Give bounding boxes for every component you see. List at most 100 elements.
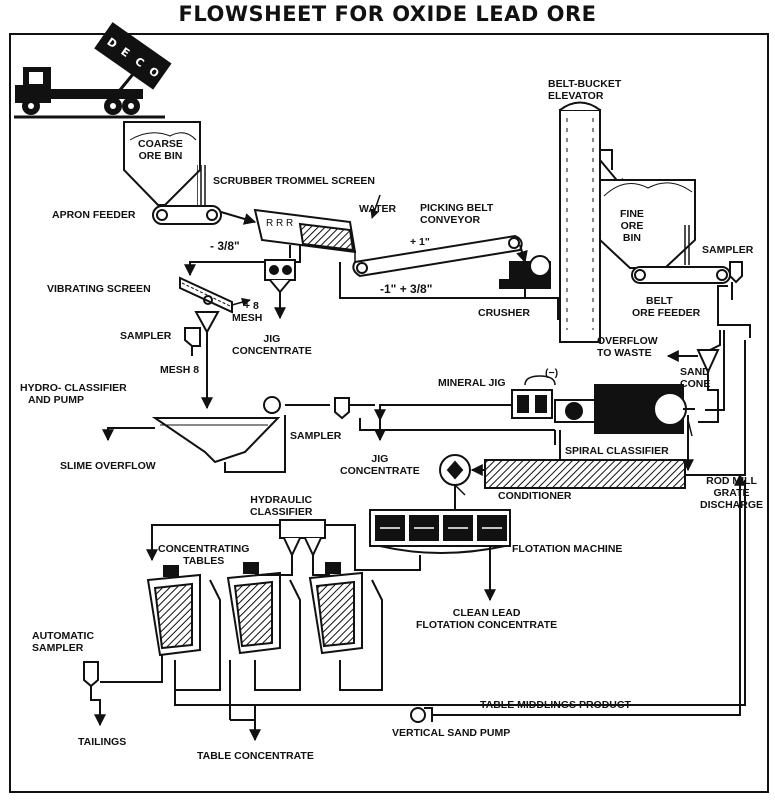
label-rod-mill-line2: GRATE <box>713 487 750 499</box>
label-fine-ore-bin: FINE ORE BIN <box>620 208 644 244</box>
label-clean-lead-line2: FLOTATION CONCENTRATE <box>416 619 558 631</box>
label-fine-ore-bin-line3: BIN <box>622 232 641 244</box>
label-apron-feeder: APRON FEEDER <box>52 209 136 221</box>
label-minus-sign: (−) <box>545 367 559 379</box>
label-water: WATER <box>359 203 397 215</box>
label-plus-8-mesh: + 8 MESH <box>232 300 262 324</box>
hydro-classifier <box>151 396 281 464</box>
label-fine-ore-bin-line1: FINE <box>620 208 644 220</box>
spiral-classifier <box>484 459 686 489</box>
label-vibrating-screen: VIBRATING SCREEN <box>47 283 151 295</box>
label-picking-belt-conveyor: PICKING BELT CONVEYOR <box>420 202 493 226</box>
label-hydraulic-classifier-line2: CLASSIFIER <box>250 506 313 518</box>
label-automatic-sampler-line2: SAMPLER <box>32 642 84 654</box>
label-plus-8-mesh-line1: + 8 <box>244 300 259 312</box>
label-belt-bucket-line2: ELEVATOR <box>548 90 604 102</box>
dump-truck <box>15 22 172 115</box>
concentrating-table-3 <box>308 562 363 655</box>
label-overflow-to-waste: OVERFLOW TO WASTE <box>597 335 658 359</box>
label-hydro-classifier: HYDRO- CLASSIFIER AND PUMP <box>20 382 127 406</box>
label-flotation-machine: FLOTATION MACHINE <box>512 543 623 555</box>
sampler-2 <box>334 397 350 420</box>
label-picking-belt-line2: CONVEYOR <box>420 214 481 226</box>
label-slime-overflow: SLIME OVERFLOW <box>60 460 156 472</box>
automatic-sampler <box>83 661 99 688</box>
label-sampler-1: SAMPLER <box>120 330 172 342</box>
label-jig-concentrate-2: JIG CONCENTRATE <box>340 453 420 477</box>
sampler-1 <box>184 327 201 356</box>
belt-ore-feeder <box>631 266 731 284</box>
label-coarse-ore-bin-line2: ORE BIN <box>138 150 183 162</box>
label-tailings: TAILINGS <box>78 736 127 748</box>
label-jig-concentrate-1-line2: CONCENTRATE <box>232 345 312 357</box>
label-crusher: CRUSHER <box>478 307 530 319</box>
label-sand-cone-line2: CONE <box>680 378 711 390</box>
label-sand-cone: SAND CONE <box>680 366 710 390</box>
label-concentrating-tables-line2: TABLES <box>183 555 225 567</box>
apron-feeder <box>152 205 222 225</box>
belt-bucket-elevator <box>559 101 613 343</box>
label-rod-mill-line3: DISCHARGE <box>700 499 764 511</box>
label-belt-ore-feeder-line2: ORE FEEDER <box>632 307 701 319</box>
vertical-sand-pump <box>410 707 433 723</box>
label-mesh-8: MESH 8 <box>160 364 200 376</box>
label-sand-cone-line1: SAND <box>680 366 710 378</box>
label-jig-concentrate-1: JIG CONCENTRATE <box>232 333 312 357</box>
label-automatic-sampler: AUTOMATIC SAMPLER <box>32 630 94 654</box>
svg-text:R R R: R R R <box>266 218 293 229</box>
label-hydraulic-classifier-line1: HYDRAULIC <box>250 494 313 506</box>
label-plus-8-mesh-line2: MESH <box>232 312 263 324</box>
label-hydro-classifier-line2: AND PUMP <box>28 394 85 406</box>
sampler-right <box>729 261 743 284</box>
sand-cone <box>696 349 720 375</box>
label-belt-bucket-elevator: BELT-BUCKET ELEVATOR <box>548 78 621 102</box>
label-sampler-right: SAMPLER <box>702 244 754 256</box>
label-picking-belt-line1: PICKING BELT <box>420 202 494 214</box>
rod-mill <box>554 384 687 434</box>
label-overflow-line1: OVERFLOW <box>597 335 658 347</box>
label-belt-bucket-line1: BELT-BUCKET <box>548 78 622 90</box>
flotation-machine <box>369 509 511 554</box>
label-spiral-classifier: SPIRAL CLASSIFIER <box>565 445 669 457</box>
label-minus-three-eighths: - 3/8" <box>210 239 240 253</box>
label-jig-concentrate-2-line2: CONCENTRATE <box>340 465 420 477</box>
label-fine-ore-bin-line2: ORE <box>620 220 644 232</box>
label-hydraulic-classifier: HYDRAULIC CLASSIFIER <box>250 494 312 518</box>
label-minus-one-plus-three-eighths: -1" + 3/8" <box>380 282 433 296</box>
label-clean-lead-flotation-concentrate: CLEAN LEAD FLOTATION CONCENTRATE <box>416 607 557 631</box>
fine-ore-bin <box>599 179 696 269</box>
conditioner <box>439 454 471 486</box>
label-concentrating-tables-line1: CONCENTRATING <box>158 543 250 555</box>
vibrating-screen <box>179 276 233 335</box>
label-overflow-line2: TO WASTE <box>597 347 652 359</box>
concentrating-table-2 <box>226 562 281 655</box>
label-coarse-ore-bin: COARSE ORE BIN <box>138 138 183 162</box>
label-scrubber-trommel-screen: SCRUBBER TROMMEL SCREEN <box>213 175 375 187</box>
label-table-concentrate: TABLE CONCENTRATE <box>197 750 314 762</box>
crusher <box>499 255 551 289</box>
label-rod-mill-line1: ROD MILL <box>706 475 757 487</box>
label-rod-mill-grate-discharge: ROD MILL GRATE DISCHARGE <box>700 475 763 511</box>
diagram-frame <box>9 33 769 793</box>
label-concentrating-tables: CONCENTRATING TABLES <box>158 543 249 567</box>
label-clean-lead-line1: CLEAN LEAD <box>452 607 521 619</box>
hydraulic-classifier <box>279 519 326 558</box>
label-table-middlings-product: TABLE MIDDLINGS PRODUCT <box>480 699 631 711</box>
label-jig-concentrate-1-line1: JIG <box>263 333 281 345</box>
label-automatic-sampler-line1: AUTOMATIC <box>32 630 95 642</box>
mineral-jig <box>511 375 556 419</box>
label-vertical-sand-pump: VERTICAL SAND PUMP <box>392 727 511 739</box>
scrubber-trommel-screen: R R R <box>253 208 357 254</box>
label-conditioner: CONDITIONER <box>498 490 572 502</box>
label-coarse-ore-bin-line1: COARSE <box>138 138 183 150</box>
label-belt-ore-feeder: BELT ORE FEEDER <box>632 295 700 319</box>
label-jig-concentrate-2-line1: JIG <box>371 453 389 465</box>
label-plus-one-inch: + 1" <box>410 236 430 248</box>
label-sampler-2: SAMPLER <box>290 430 342 442</box>
jig-unit <box>264 259 296 294</box>
diagram-title: FLOWSHEET FOR OXIDE LEAD ORE <box>178 2 597 26</box>
picking-belt-conveyor <box>352 234 523 278</box>
label-mineral-jig: MINERAL JIG <box>438 377 506 389</box>
label-hydro-classifier-line1: HYDRO- CLASSIFIER <box>20 382 127 394</box>
